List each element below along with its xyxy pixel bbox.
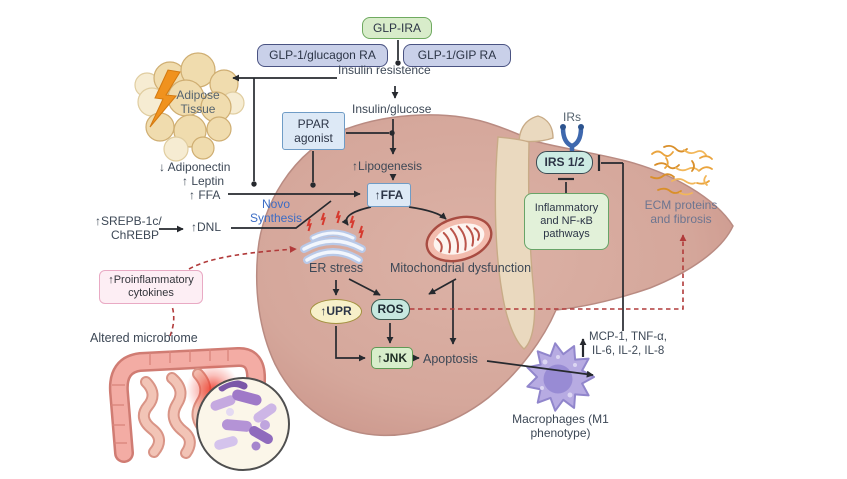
novo-synthesis-label: Novo Synthesis — [245, 197, 307, 226]
er-icon — [300, 210, 366, 264]
lightning-bolt-icon — [149, 69, 181, 128]
irs12-pill: IRS 1/2 — [536, 151, 593, 174]
adipose-label-line1: Adipose — [176, 88, 220, 102]
insulin-resistance-label: Insulin resistence — [338, 63, 431, 77]
mito-dysfunction-label: Mitochondrial dysfunction — [390, 261, 532, 275]
adipose-label-line2: Tissue — [180, 101, 216, 116]
leptin-label: ↑ Leptin — [182, 174, 225, 188]
lipogenesis-label: ↑Lipogenesis — [352, 159, 423, 173]
macrophage-icon — [526, 342, 595, 412]
upr-label: ↑UPR — [320, 304, 352, 319]
inflammatory-box: Inflammatory and NF-κB pathways — [524, 193, 609, 250]
ffa-box: ↑FFA — [367, 183, 411, 207]
ecm-fibers-icon — [650, 144, 713, 196]
glp-ira-label: GLP-IRA — [372, 20, 421, 35]
adipose-tissue-icon — [134, 52, 245, 162]
ecm-label-line1: ECM proteins — [644, 198, 718, 212]
ros-pill: ROS — [371, 299, 410, 320]
glp-glucagon-label: GLP-1/glucagon RA — [269, 48, 376, 63]
ffa-adipose-label: ↑ FFA — [189, 188, 221, 202]
inflammatory-line2: and NF-κB — [540, 214, 593, 227]
ppar-label-line2: agonist — [294, 131, 333, 145]
gallbladder-icon — [494, 115, 554, 350]
adipose-tissue-label: Adipose Tissue — [163, 88, 233, 117]
ecm-label-line2: and fibrosis — [650, 211, 712, 226]
adiponectin-label: ↓ Adiponectin — [159, 160, 231, 174]
ecm-label: ECM proteins and fibrosis — [639, 198, 723, 227]
connector-lines — [159, 40, 624, 378]
macrophages-label-line2: phenotype) — [530, 425, 591, 440]
glp-gip-box: GLP-1/GIP RA — [403, 44, 511, 67]
glp-glucagon-box: GLP-1/glucagon RA — [257, 44, 388, 67]
macrophages-label: Macrophages (M1 phenotype) — [503, 412, 618, 441]
macrophages-label-line1: Macrophages (M1 — [512, 412, 609, 426]
upr-oval: ↑UPR — [310, 299, 362, 324]
proinflammatory-box: ↑Proinflammatory cytokines — [99, 270, 203, 304]
insulin-glucose-label: Insulin/glucose — [352, 102, 432, 116]
glp-ira-box: GLP-IRA — [362, 17, 432, 39]
proinflammatory-line1: ↑Proinflammatory — [108, 273, 194, 286]
cytokines-label-line1: MCP-1, TNF-α, — [589, 331, 667, 343]
dashed-red-lines — [169, 234, 687, 337]
inflammatory-line1: Inflammatory — [534, 201, 599, 214]
mitochondria-icon — [425, 215, 493, 263]
cytokines-label-line2: IL-6, IL-2, IL-8 — [592, 345, 665, 357]
novo-label-line1: Novo — [261, 197, 290, 211]
ffa-box-label: ↑FFA — [374, 187, 404, 202]
magnifier-bacteria-icon — [196, 377, 290, 471]
apoptosis-label: Apoptosis — [423, 352, 478, 366]
ros-label: ROS — [377, 302, 404, 317]
glp-gip-label: GLP-1/GIP RA — [417, 48, 497, 63]
jnk-label: ↑JNK — [376, 350, 407, 365]
jnk-box: ↑JNK — [371, 347, 413, 369]
er-stress-label: ER stress — [309, 261, 364, 275]
microbiome-label: Altered microbiome — [90, 331, 198, 345]
dnl-label: ↑DNL — [191, 220, 222, 234]
inflammatory-line3: pathways — [543, 228, 590, 241]
ppar-agonist-box: PPAR agonist — [282, 112, 345, 150]
irs12-label: IRS 1/2 — [544, 155, 585, 170]
srebp-label-line1: ↑SREPB-1c/ — [95, 214, 162, 228]
proinflammatory-line2: cytokines — [128, 287, 174, 299]
novo-label-line2: Synthesis — [249, 210, 303, 225]
srebp-label-line2: ChREBP — [111, 228, 160, 242]
irs-receptor-label: IRs — [563, 110, 581, 124]
ppar-label-line1: PPAR — [297, 116, 330, 131]
